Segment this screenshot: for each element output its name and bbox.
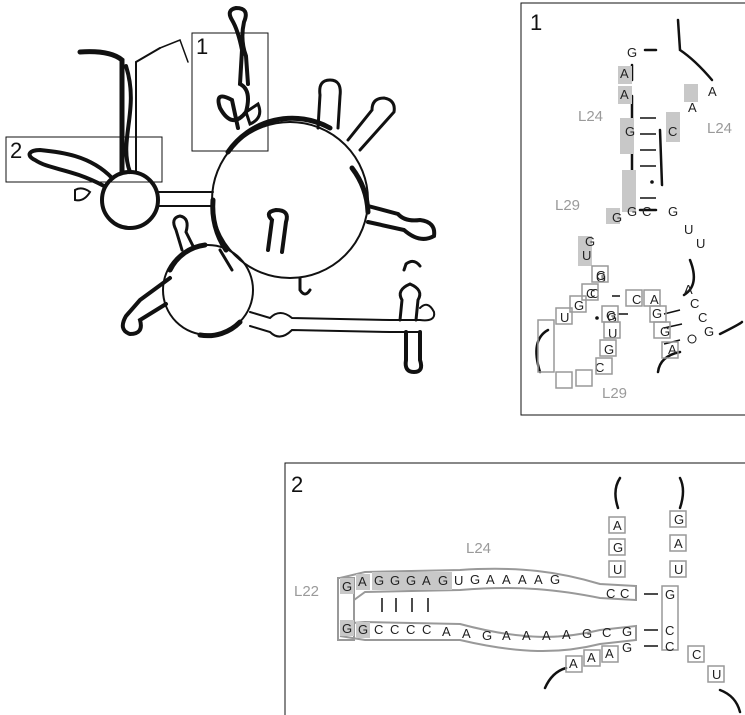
p2-bottom-nt: G — [342, 621, 352, 636]
p1-nt: U — [684, 222, 693, 237]
panel-1-label-l29-bottom: L29 — [602, 385, 627, 402]
p2-bottom-nt: C — [374, 622, 383, 637]
p2-col2-nt: G — [674, 512, 684, 527]
p1-nt: A — [684, 282, 693, 297]
p2-top-nt: G — [550, 572, 560, 587]
p2-col2-nt: G — [665, 587, 675, 602]
p2-top-nt: C — [606, 586, 615, 601]
p1-nt: G — [612, 210, 622, 225]
p2-top-nt: A — [422, 573, 431, 588]
panel-2-number: 2 — [291, 472, 303, 497]
p2-bottom-nt: G — [482, 628, 492, 643]
p2-top-nt: C — [620, 586, 629, 601]
p2-bottom-nt: G — [622, 624, 632, 639]
p2-bottom-nt: C — [422, 622, 431, 637]
callout-number-2: 2 — [10, 138, 22, 163]
p2-bottom-nt: A — [442, 624, 451, 639]
p1-nt-g2: G — [596, 268, 606, 283]
p2-col2-nt: U — [674, 562, 683, 577]
panel-2-label-l22: L22 — [294, 583, 319, 600]
p1-nt: A — [620, 87, 629, 102]
p2-bottom-nt: G — [358, 622, 368, 637]
p2-bottom-nt: G — [582, 626, 592, 641]
p2-side-nt: A — [587, 650, 596, 665]
p2-col1-nt: A — [613, 518, 622, 533]
p2-bottom-nt: C — [406, 622, 415, 637]
p1-nt: C — [668, 124, 677, 139]
p2-top-nt: G — [406, 573, 416, 588]
p2-col1-nt: U — [613, 562, 622, 577]
p2-col1-nt: G — [613, 540, 623, 555]
panel-1-label-l24-right: L24 — [707, 120, 732, 137]
p1-nt: G — [652, 306, 662, 321]
p2-side-nt: A — [569, 656, 578, 671]
p1-nt: U — [696, 236, 705, 251]
p2-side-nt: A — [605, 646, 614, 661]
p1-nt-g3: G — [606, 308, 616, 323]
panel-2: 2 — [285, 463, 745, 715]
p1-nt-c: C — [586, 286, 595, 301]
p1-nt: G — [668, 204, 678, 219]
p1-nt: G — [625, 124, 635, 139]
p2-bottom-nt: C — [390, 622, 399, 637]
panel-1-label-l29-top: L29 — [555, 197, 580, 214]
p2-tail-nt: U — [712, 667, 721, 682]
p1-nt: U — [582, 248, 591, 263]
p2-top-nt: G — [390, 573, 400, 588]
p1-nt: G — [604, 342, 614, 357]
p1-nt-g4: G — [660, 324, 670, 339]
left-loop — [102, 172, 158, 228]
panel-1-number: 1 — [530, 10, 542, 35]
p1-nt: C — [698, 310, 707, 325]
p2-top-nt: G — [438, 573, 448, 588]
p2-tail-nt: C — [692, 647, 701, 662]
p2-col2-nt: A — [674, 536, 683, 551]
p2-bottom-nt: A — [542, 628, 551, 643]
panel-1-label-l24-left: L24 — [578, 108, 603, 125]
p1-nt: A — [620, 66, 629, 81]
p1-nt-g: G — [574, 298, 584, 313]
panel-1: 1 — [521, 3, 745, 415]
p2-top-nt: A — [534, 572, 543, 587]
p2-top-nt: G — [342, 579, 352, 594]
p1-nt: G — [627, 45, 637, 60]
p1-nt: G — [704, 324, 714, 339]
p1-nt: C — [642, 204, 651, 219]
p1-nt-u: U — [560, 310, 569, 325]
p2-bottom-nt: C — [602, 625, 611, 640]
callout-number-1: 1 — [196, 34, 208, 59]
p2-side-nt: G — [622, 640, 632, 655]
p2-top-nt: A — [518, 572, 527, 587]
p2-top-nt: A — [502, 572, 511, 587]
p2-col2-nt: C — [665, 639, 674, 654]
p2-bottom-nt: A — [562, 627, 571, 642]
p2-top-nt: A — [358, 574, 367, 589]
p1-nt: A — [708, 84, 717, 99]
p1-nt: G — [585, 234, 595, 249]
p2-bottom-nt: A — [462, 626, 471, 641]
p2-top-nt: A — [486, 572, 495, 587]
p2-top-nt: U — [454, 573, 463, 588]
panel-2-label-l24: L24 — [466, 540, 491, 557]
p1-nt: C — [690, 296, 699, 311]
p1-nt: C — [632, 292, 641, 307]
p2-top-nt: G — [374, 573, 384, 588]
p2-bottom-nt: A — [502, 628, 511, 643]
overview-structure — [6, 8, 434, 372]
p2-top-nt: G — [470, 572, 480, 587]
p1-nt: A — [650, 292, 659, 307]
p1-nt: A — [688, 100, 697, 115]
p2-col2-nt: C — [665, 623, 674, 638]
p2-bottom-nt: A — [522, 628, 531, 643]
p1-nt: A — [668, 342, 677, 357]
